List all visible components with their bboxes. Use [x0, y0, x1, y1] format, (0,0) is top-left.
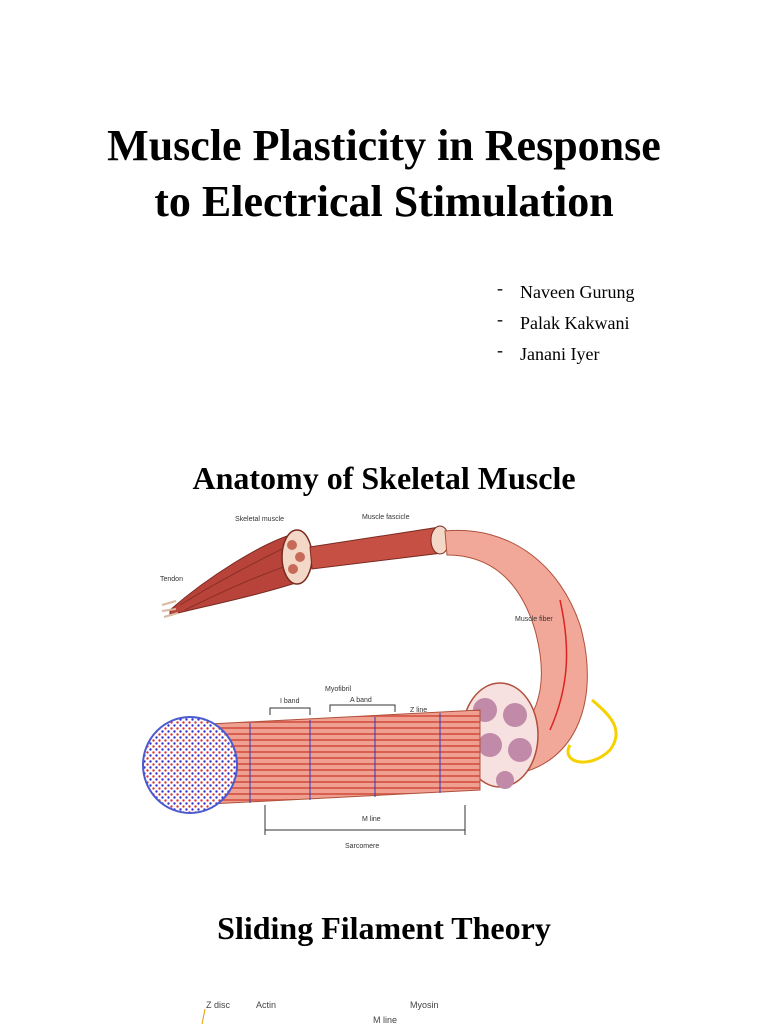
nerve — [566, 698, 618, 764]
label-z-disc: Z disc — [206, 1000, 231, 1010]
label-i-band: I band — [280, 698, 300, 705]
author-item: -Janani Iyer — [497, 340, 634, 373]
page-title: Muscle Plasticity in Response to Electri… — [0, 118, 768, 230]
title-line-1: Muscle Plasticity in Response — [107, 121, 661, 170]
author-list: -Naveen Gurung -Palak Kakwani -Janani Iy… — [497, 278, 635, 373]
label-tendon: Tendon — [160, 576, 183, 583]
label-actin: Actin — [256, 1000, 276, 1010]
label-muscle-fiber: Muscle fiber — [515, 616, 553, 623]
title-line-2: to Electrical Stimulation — [154, 177, 614, 226]
list-dash: - — [497, 340, 503, 360]
label-myofibril: Myofibril — [325, 686, 352, 693]
section-heading-sliding: Sliding Filament Theory — [217, 910, 551, 946]
label-m-line-2: M line — [373, 1015, 397, 1024]
muscle-belly — [161, 534, 306, 618]
label-z-line: Z line — [410, 707, 427, 714]
list-dash: - — [497, 309, 503, 329]
author-item: -Palak Kakwani — [497, 309, 634, 342]
sliding-filament-diagram: Z disc Actin Myosin M line — [201, 1000, 439, 1024]
list-dash: - — [497, 278, 503, 298]
author-item: -Naveen Gurung — [497, 278, 635, 311]
author-name: Palak Kakwani — [520, 313, 630, 333]
author-name: Naveen Gurung — [520, 282, 635, 302]
label-skeletal-muscle: Skeletal muscle — [235, 516, 284, 523]
label-sarcomere: Sarcomere — [345, 843, 379, 850]
label-myosin: Myosin — [410, 1000, 439, 1010]
myofibril-cross-section — [142, 716, 238, 814]
skeletal-muscle-diagram: Skeletal muscle Muscle fascicle Tendon M… — [142, 514, 618, 850]
label-a-band: A band — [350, 697, 372, 704]
label-muscle-fascicle: Muscle fascicle — [362, 514, 410, 521]
author-name: Janani Iyer — [520, 344, 600, 364]
section-heading-anatomy: Anatomy of Skeletal Muscle — [192, 460, 576, 496]
label-m-line: M line — [362, 816, 381, 823]
muscle-fascicle — [309, 526, 443, 570]
